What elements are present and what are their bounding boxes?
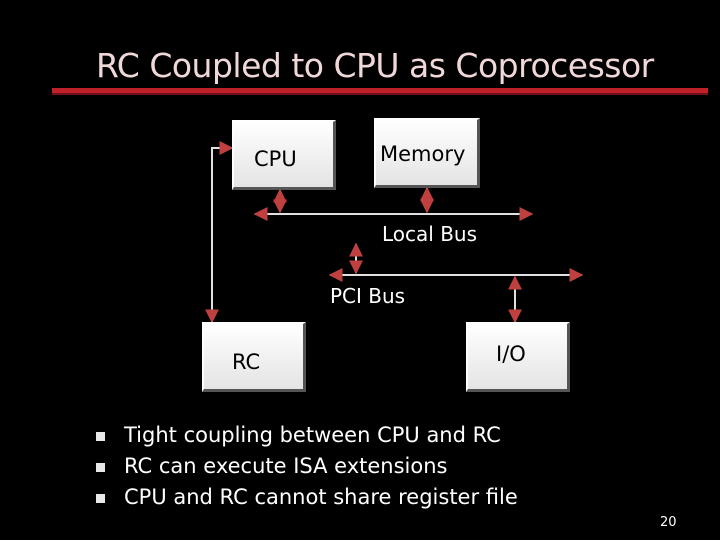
io-box: I/O xyxy=(466,322,570,392)
bullet-item: Tight coupling between CPU and RC xyxy=(96,420,518,451)
square-bullet-icon xyxy=(96,432,105,441)
rc-box: RC xyxy=(202,322,306,392)
memory-label: Memory xyxy=(380,142,466,166)
cpu-rc-link xyxy=(205,141,234,324)
pci-bus-label: PCI Bus xyxy=(330,284,406,308)
cpu-box: CPU xyxy=(232,120,336,190)
page-number: 20 xyxy=(660,515,677,530)
bullet-item: RC can execute ISA extensions xyxy=(96,451,518,482)
bullet-list: Tight coupling between CPU and RC RC can… xyxy=(96,420,518,513)
rc-label: RC xyxy=(232,350,261,374)
io-label: I/O xyxy=(496,342,526,366)
title-rule xyxy=(52,88,708,93)
bullet-text: Tight coupling between CPU and RC xyxy=(124,423,501,447)
slide-title: RC Coupled to CPU as Coprocessor xyxy=(96,46,654,85)
memory-box: Memory xyxy=(374,118,480,188)
square-bullet-icon xyxy=(96,494,105,503)
bullet-text: RC can execute ISA extensions xyxy=(124,454,448,478)
local-bus-label: Local Bus xyxy=(382,222,478,246)
bullet-text: CPU and RC cannot share register file xyxy=(124,485,518,509)
cpu-label: CPU xyxy=(254,147,297,171)
square-bullet-icon xyxy=(96,463,105,472)
bullet-item: CPU and RC cannot share register file xyxy=(96,482,518,513)
